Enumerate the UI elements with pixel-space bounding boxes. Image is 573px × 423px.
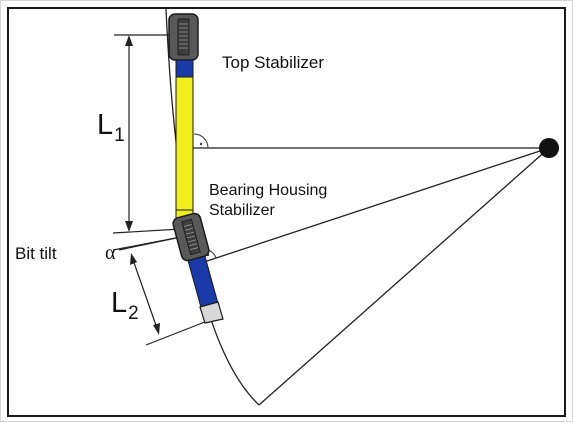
l1-letter: L xyxy=(97,109,114,141)
arrowhead-l2-bottom xyxy=(153,323,160,335)
l2-subscript: 2 xyxy=(128,303,139,324)
right-angle-mark-top xyxy=(193,133,209,149)
radius-line-bearing xyxy=(203,147,550,263)
dimension-tick-l2-bottom xyxy=(145,317,216,346)
arrowhead-l1-top xyxy=(125,35,133,46)
alpha-symbol: α xyxy=(105,242,116,264)
bearing-housing-stabilizer xyxy=(172,212,210,262)
right-angle-dot-top xyxy=(199,142,203,146)
top-stabilizer-label: Top Stabilizer xyxy=(222,53,325,72)
arrowhead-l1-bottom xyxy=(125,221,133,232)
center-point-icon xyxy=(539,138,559,158)
bit-tilt-line-upper xyxy=(112,228,182,234)
drill-collar-yellow xyxy=(175,76,194,218)
top-stabilizer xyxy=(168,13,199,61)
bearing-housing-label-line1: Bearing Housing xyxy=(209,182,328,199)
dimension-tick-l2-top xyxy=(118,236,182,251)
arrowhead-l2-top xyxy=(130,253,137,265)
l2-letter: L xyxy=(111,287,128,319)
drill-bit xyxy=(199,301,224,324)
dimension-line-l2 xyxy=(131,256,159,332)
l1-label: L1 xyxy=(97,109,125,147)
bit-tilt-label: Bit tilt xyxy=(15,244,57,263)
bearing-housing-stabilizer-label: Bearing Housing Stabilizer xyxy=(209,181,327,221)
l1-subscript: 1 xyxy=(114,125,125,146)
bearing-housing-label-line2: Stabilizer xyxy=(209,202,275,219)
top-sub-blue xyxy=(175,59,194,78)
l2-label: L2 xyxy=(111,287,139,325)
radius-line-bottom xyxy=(258,147,550,406)
diagram-border xyxy=(7,7,566,417)
